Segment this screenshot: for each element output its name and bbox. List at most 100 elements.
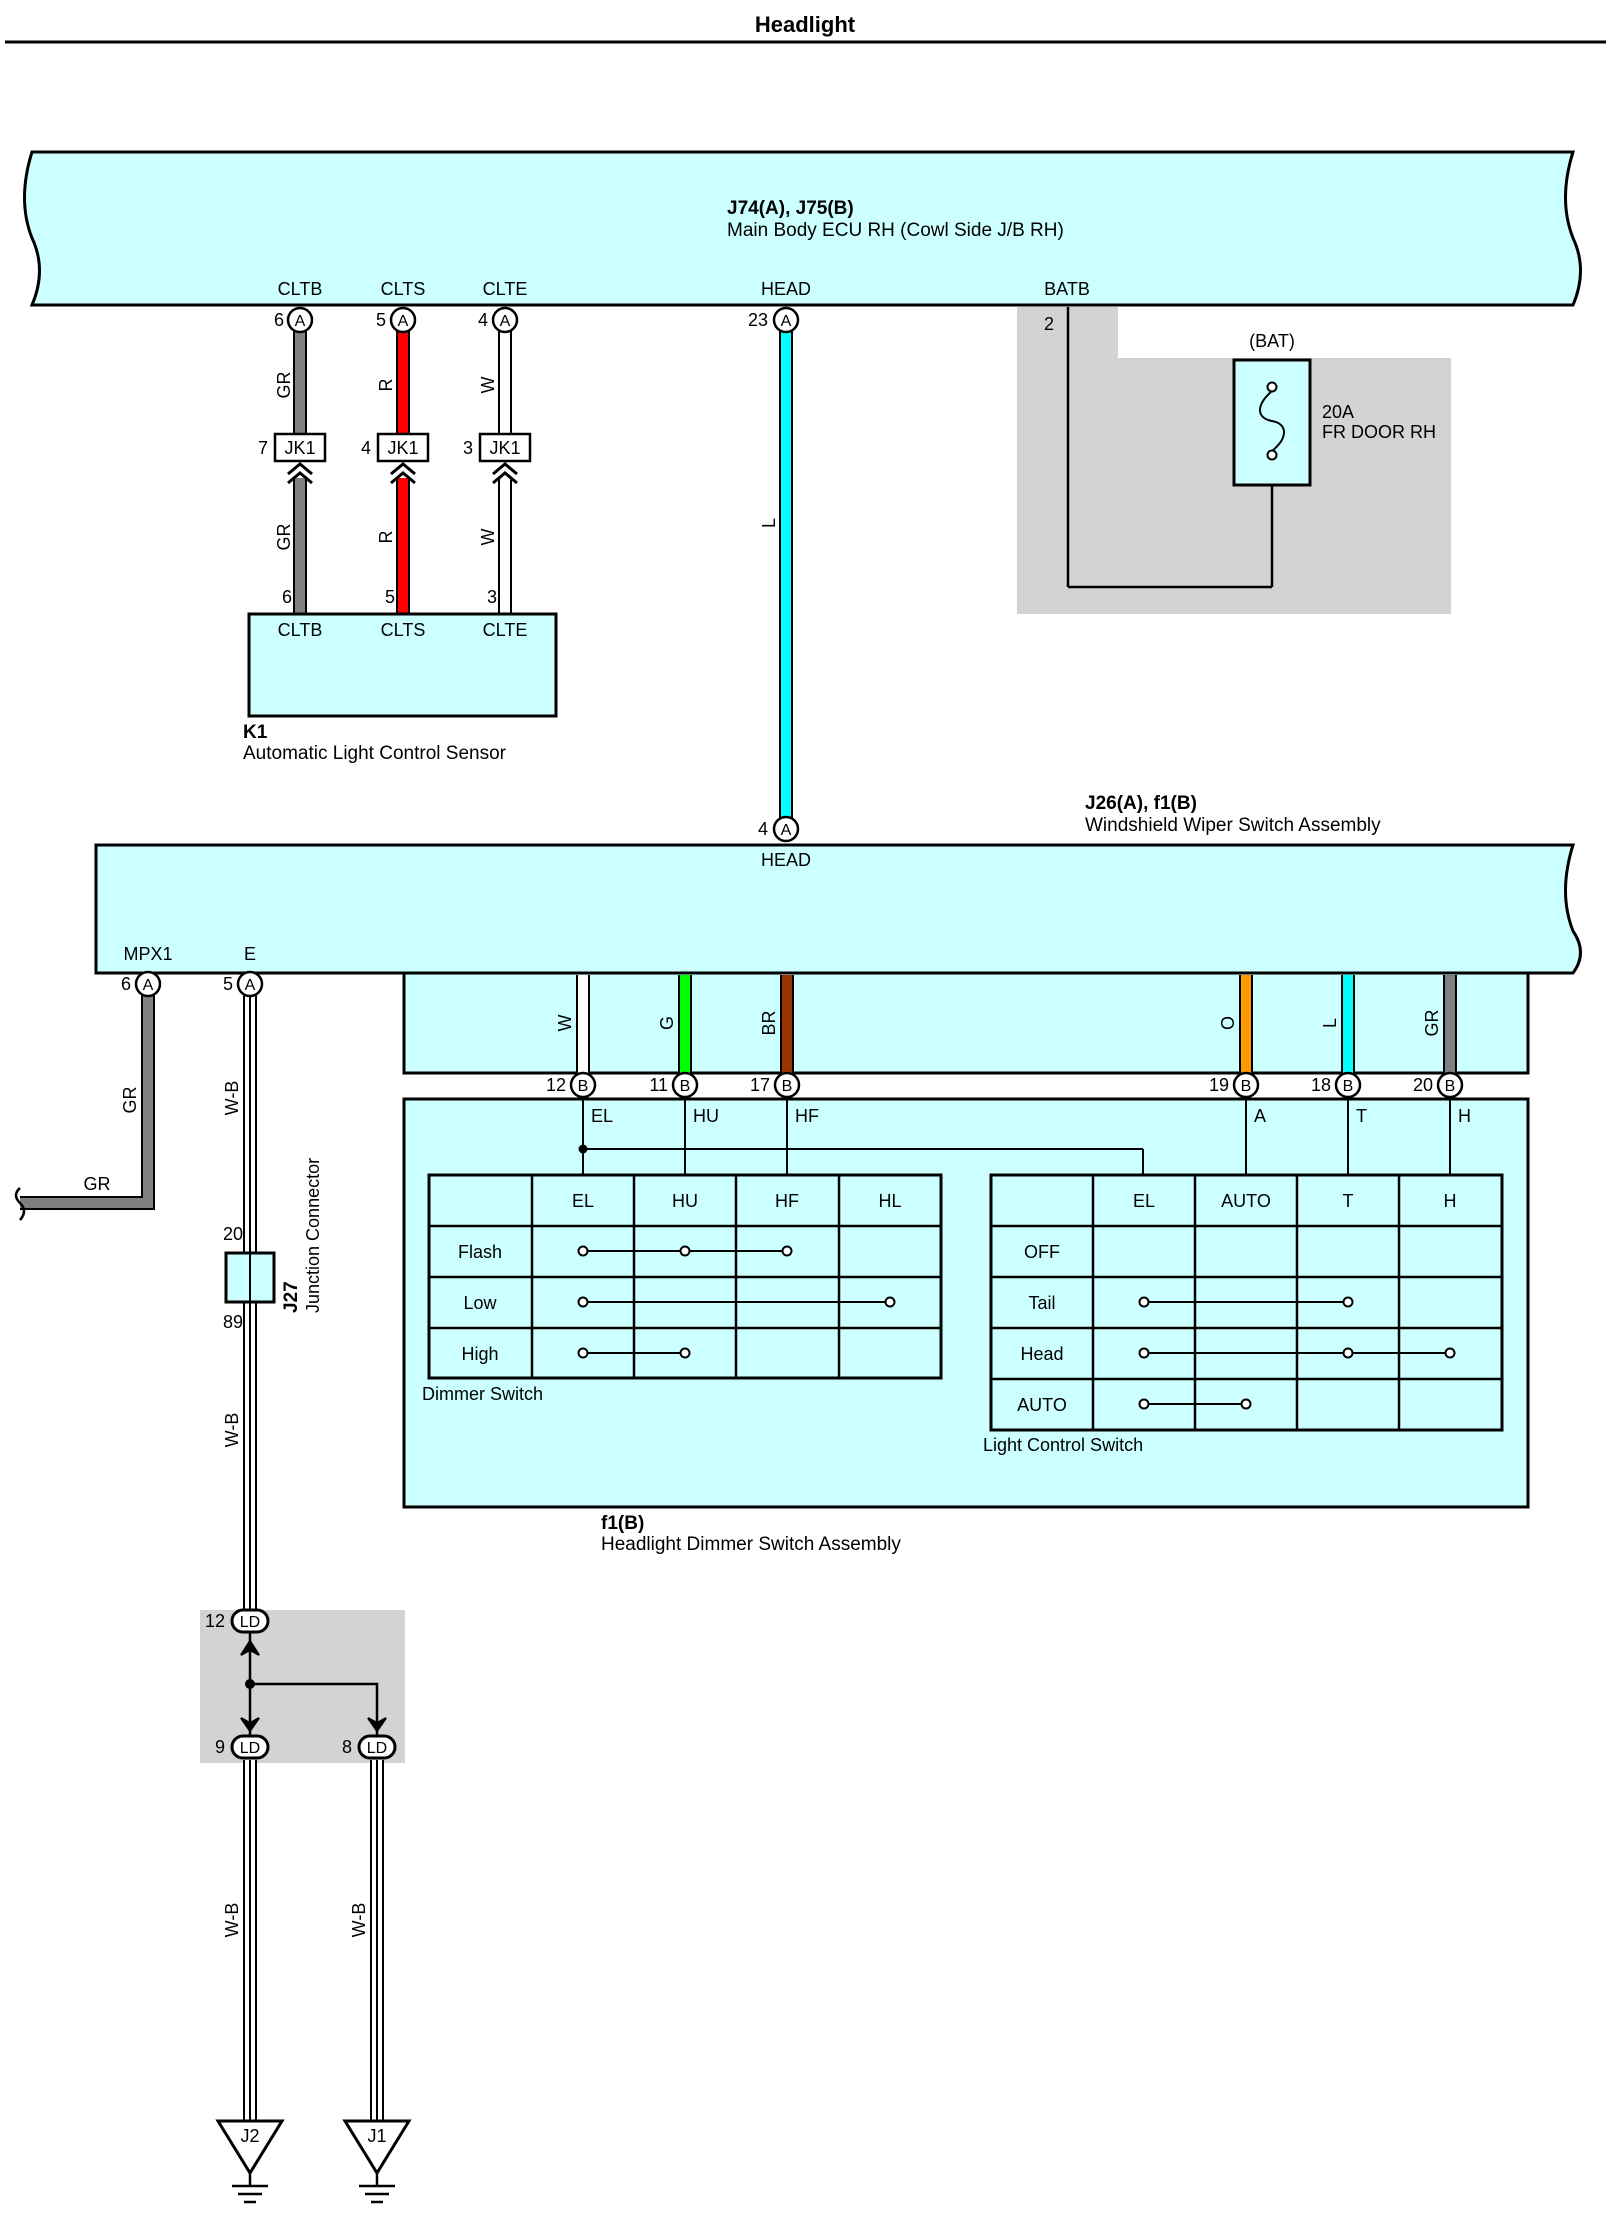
k1-name: Automatic Light Control Sensor (243, 743, 507, 764)
wiper-name: Windshield Wiper Switch Assembly (1085, 815, 1381, 836)
svg-text:LD: LD (367, 1740, 387, 1757)
fuse-terminal-top (1266, 381, 1278, 393)
dimmer-col-hu: HU (672, 1191, 698, 1211)
jk1-pin-2: 4 (361, 438, 371, 458)
wire-color-mpx1-horizontal: GR (84, 1174, 111, 1194)
ecu-pin-clts-num: 5 (376, 310, 386, 330)
batb-pin-num: 2 (1044, 314, 1054, 334)
k1-pin-name-2: CLTS (381, 620, 426, 640)
ecu-id: J74(A), J75(B) (727, 198, 854, 219)
b-connector-5: B (1334, 1071, 1362, 1099)
svg-text:A: A (781, 313, 792, 330)
wiper-connector-mpx1: A (134, 970, 162, 998)
fuse-element-icon (1259, 390, 1285, 452)
ld-junction-dot (245, 1679, 255, 1689)
page-title: Headlight (755, 12, 856, 37)
light-col-el: EL (1133, 1191, 1155, 1211)
wire-color-ground-j1: W-B (349, 1903, 369, 1938)
ecu-name: Main Body ECU RH (Cowl Side J/B RH) (727, 220, 1064, 241)
wire-color-ground-j2: W-B (222, 1903, 242, 1938)
ecu-pin-clts-name: CLTS (381, 279, 426, 299)
wire-color-head: L (759, 518, 779, 528)
wiper-body (94, 843, 1582, 975)
jk1-connector-1: JK1 (273, 432, 327, 485)
k1-pin-num-2: 5 (385, 587, 395, 607)
svg-text:LD: LD (240, 1614, 260, 1631)
svg-text:A: A (781, 822, 792, 839)
ld-pin-8: 8 (342, 1737, 352, 1757)
svg-text:B: B (1445, 1078, 1456, 1095)
fuse-terminal-bottom (1266, 449, 1278, 461)
svg-text:A: A (295, 313, 306, 330)
j27-pin-bottom: 89 (223, 1312, 243, 1332)
wire-color-e-upper: W-B (222, 1081, 242, 1116)
f1-id: f1(B) (601, 1513, 644, 1534)
ecu-pin-head-num: 23 (748, 310, 768, 330)
f1-name: Headlight Dimmer Switch Assembly (601, 1534, 901, 1555)
light-col-auto: AUTO (1221, 1191, 1271, 1211)
dimmer-col-el: EL (572, 1191, 594, 1211)
ecu-connector-cltb: A (286, 306, 314, 334)
b-pin-num-4: 19 (1209, 1075, 1229, 1095)
b-connector-3: B (773, 1071, 801, 1099)
wiper-id: J26(A), f1(B) (1085, 793, 1197, 814)
b-pin-num-1: 12 (546, 1075, 566, 1095)
ld-connector-8: LD (357, 1734, 397, 1760)
ecu-pin-head-name: HEAD (761, 279, 811, 299)
b-connector-1: B (569, 1071, 597, 1099)
light-table-caption: Light Control Switch (983, 1435, 1143, 1455)
b-connector-6: B (1436, 1071, 1464, 1099)
svg-text:B: B (1343, 1078, 1354, 1095)
ld-pin-12: 12 (205, 1611, 225, 1631)
b-pin-name-5: T (1356, 1106, 1367, 1126)
ld-arrow-down-2-icon (367, 1717, 387, 1733)
k1-id: K1 (243, 722, 268, 743)
j27-id: J27 (281, 1281, 302, 1313)
light-continuity-marks (1138, 1296, 1456, 1410)
b-wire-color-1: W (555, 1015, 575, 1032)
ecu-pin-batb-name: BATB (1044, 279, 1090, 299)
light-control-table (989, 1173, 1504, 1432)
svg-text:B: B (680, 1078, 691, 1095)
jk1-pin-3: 3 (463, 438, 473, 458)
b-wire-color-6: GR (1422, 1009, 1442, 1036)
wiper-connector-e: A (236, 970, 264, 998)
ecu-pin-cltb-name: CLTB (278, 279, 323, 299)
b-wire-color-4: O (1218, 1016, 1238, 1030)
b-wire-color-2: G (657, 1016, 677, 1030)
wire-color-clts-lower: R (376, 531, 396, 544)
ld-arrow-up-icon (240, 1639, 260, 1656)
wire-mpx1 (14, 995, 155, 1221)
svg-text:B: B (1241, 1078, 1252, 1095)
svg-text:JK1: JK1 (284, 438, 315, 458)
fuse-source: (BAT) (1249, 331, 1295, 351)
wiper-head-num: 4 (758, 819, 768, 839)
svg-text:JK1: JK1 (489, 438, 520, 458)
dimmer-col-hf: HF (775, 1191, 799, 1211)
wiper-pin-e-num: 5 (223, 974, 233, 994)
b-pin-name-3: HF (795, 1106, 819, 1126)
wire-color-clts-upper: R (376, 379, 396, 392)
wiper-pin-mpx1-name: MPX1 (123, 944, 172, 964)
k1-sensor-box (247, 612, 558, 718)
b-pin-num-5: 18 (1311, 1075, 1331, 1095)
f1-body (402, 1097, 1530, 1509)
ld-pin-9: 9 (215, 1737, 225, 1757)
b-wire-color-3: BR (759, 1010, 779, 1035)
jk1-connector-2: JK1 (376, 432, 430, 485)
light-row-tail: Tail (1028, 1293, 1055, 1313)
light-col-t: T (1343, 1191, 1354, 1211)
b-pin-name-1: EL (591, 1106, 613, 1126)
b-connector-4: B (1232, 1071, 1260, 1099)
fuse-name: FR DOOR RH (1322, 422, 1436, 442)
dimmer-continuity-marks (577, 1245, 896, 1359)
ecu-connector-clts: A (389, 306, 417, 334)
fuse-rating: 20A (1322, 402, 1354, 422)
ld-connector-9: LD (230, 1734, 270, 1760)
b-pin-name-4: A (1254, 1106, 1266, 1126)
b-wire-color-5: L (1320, 1018, 1340, 1028)
svg-text:A: A (245, 977, 256, 994)
dimmer-row-flash: Flash (458, 1242, 502, 1262)
k1-pin-num-3: 3 (487, 587, 497, 607)
b-pin-num-2: 11 (649, 1075, 668, 1095)
